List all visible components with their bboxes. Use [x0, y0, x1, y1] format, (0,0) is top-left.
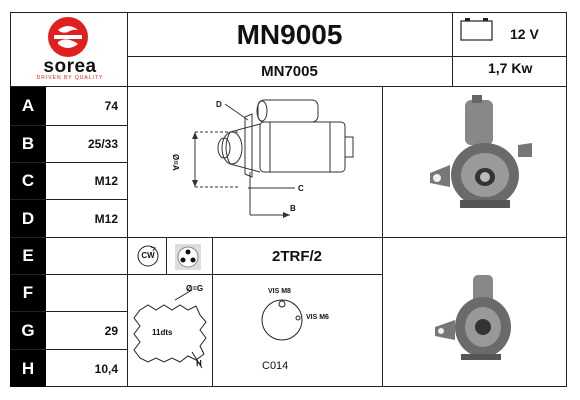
pinion-h-label: H — [196, 359, 202, 368]
dim-label-d: D — [216, 100, 222, 109]
terminal-m8-label: VIS M8 — [268, 288, 291, 295]
starter-photo-main — [420, 95, 535, 215]
voltage: 12 V — [510, 26, 539, 42]
starter-dimension-diagram: D Ø=A C B — [150, 92, 365, 232]
row-label-h: H — [10, 350, 46, 387]
rotation-cw-icon: CW — [136, 244, 160, 268]
rotation-reference: 2TRF/2 — [271, 248, 322, 265]
pinion-g-label: Ø=G — [186, 284, 204, 293]
terminal-holes-icon — [175, 244, 201, 270]
row-label-a: A — [10, 87, 46, 125]
dim-label-b: B — [290, 204, 296, 213]
row-value-h: 10,4 — [94, 361, 118, 376]
row-value-c: M12 — [94, 174, 118, 188]
brand-name: sorea — [43, 56, 97, 77]
row-label-g: G — [10, 312, 46, 349]
terminal-code: C014 — [262, 360, 289, 372]
power: 1,7 Kw — [488, 60, 533, 76]
pinion-teeth-label: 11dts — [152, 328, 173, 337]
pinion-diagram: Ø=G 11dts H — [130, 280, 212, 385]
dim-label-c: C — [298, 184, 304, 193]
brand-logo: sorea DRIVEN BY QUALITY — [20, 16, 120, 82]
row-value-e — [46, 238, 126, 274]
sorea-logo-mark — [48, 17, 88, 57]
row-value-d: M12 — [94, 211, 118, 226]
terminal-m6-label: VIS M6 — [306, 314, 329, 321]
row-value-f — [46, 275, 126, 311]
part-number: MN9005 — [236, 19, 343, 50]
dim-label-a: Ø=A — [171, 154, 180, 171]
row-label-b: B — [10, 126, 46, 162]
terminal-diagram: VIS M8 VIS M6 C014 — [240, 282, 370, 382]
starter-photo-secondary — [425, 272, 525, 372]
rotation-direction: CW — [141, 251, 155, 260]
battery-icon — [460, 16, 494, 42]
row-value-g: 29 — [104, 323, 118, 338]
row-label-e: E — [10, 238, 46, 274]
row-value-a: 74 — [104, 99, 118, 113]
brand-tagline: DRIVEN BY QUALITY — [36, 75, 104, 81]
row-label-c: C — [10, 163, 46, 199]
row-label-f: F — [10, 275, 46, 311]
row-value-b: 25/33 — [87, 137, 118, 151]
alt-part-number: MN7005 — [261, 63, 318, 80]
row-label-d: D — [10, 200, 46, 237]
